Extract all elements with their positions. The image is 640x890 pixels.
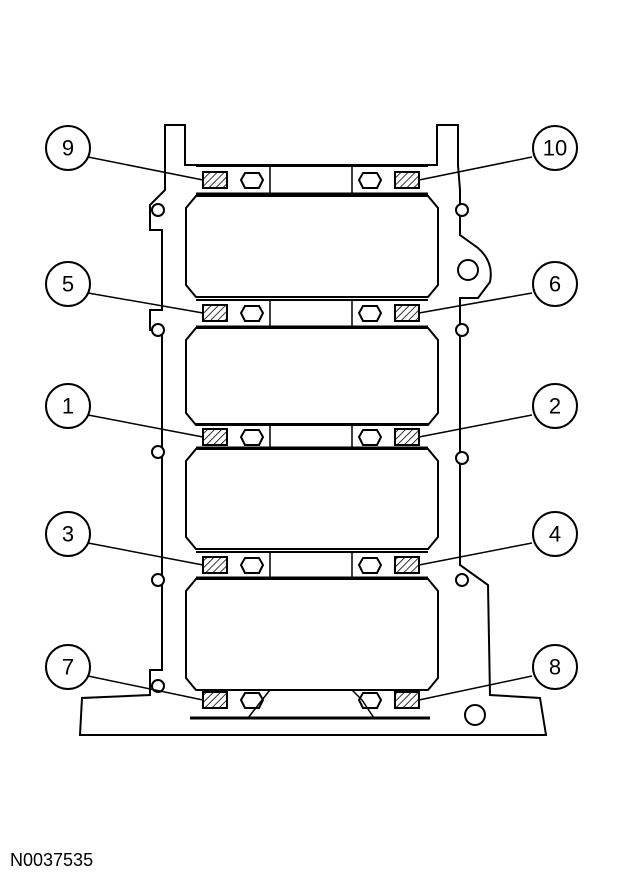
bolt-pad-8 [394, 691, 420, 709]
callout-circle-3 [45, 511, 91, 557]
callout-circle-6 [532, 261, 578, 307]
lug-hole [151, 679, 165, 693]
callout-label-6: 6 [549, 272, 561, 297]
dowel-hole [464, 704, 486, 726]
callout-label-5: 5 [62, 272, 74, 297]
bay-opening [185, 195, 439, 298]
callout-label-7: 7 [62, 655, 74, 680]
hex-bolt [239, 172, 265, 189]
hex-bolt [357, 305, 383, 322]
dowel-hole [457, 259, 479, 281]
callout-circle-10 [532, 125, 578, 171]
figure-id: N0037535 [10, 850, 94, 870]
bay-opening [185, 578, 439, 691]
callout-circle-1 [45, 383, 91, 429]
callout-circle-7 [45, 644, 91, 690]
hex-bolt [239, 429, 265, 446]
bolt-pad-3 [202, 556, 228, 574]
hex-bolt [239, 692, 265, 709]
hex-bolt [357, 429, 383, 446]
bearing-cap-row-3 [196, 423, 428, 450]
lug-hole [151, 323, 165, 337]
bay-opening [185, 448, 439, 550]
callout-label-8: 8 [549, 655, 561, 680]
leader-lines [87, 156, 533, 701]
callout-circle-2 [532, 383, 578, 429]
callout-circle-9 [45, 125, 91, 171]
callout-label-9: 9 [62, 136, 74, 161]
lug-hole [455, 451, 469, 465]
callout-label-2: 2 [549, 394, 561, 419]
bolt-pad-10 [394, 171, 420, 189]
callout-label-1: 1 [62, 394, 74, 419]
bolt-pad-2 [394, 428, 420, 446]
bearing-cap-row-4 [196, 551, 428, 580]
lug-hole [151, 573, 165, 587]
callout-label-3: 3 [62, 522, 74, 547]
bearing-cap-row-2 [196, 299, 428, 329]
lug-hole [151, 445, 165, 459]
bolt-pad-1 [202, 428, 228, 446]
lug-hole [455, 203, 469, 217]
bolt-pad-5 [202, 304, 228, 322]
callout-circle-5 [45, 261, 91, 307]
bolt-pad-7 [202, 691, 228, 709]
bolt-pad-9 [202, 171, 228, 189]
lug-hole [455, 323, 469, 337]
callout-label-4: 4 [549, 522, 561, 547]
bolt-pad-6 [394, 304, 420, 322]
bearing-cap-row-5 [196, 689, 428, 719]
callout-label-10: 10 [543, 136, 567, 161]
callout-circle-4 [532, 511, 578, 557]
hex-bolt [357, 172, 383, 189]
lug-hole [455, 573, 469, 587]
hex-bolt [357, 557, 383, 574]
bay-opening [185, 327, 439, 426]
callout-circle-8 [532, 644, 578, 690]
bolt-pad-4 [394, 556, 420, 574]
hex-bolt [239, 557, 265, 574]
lug-hole [151, 203, 165, 217]
hex-bolt [239, 305, 265, 322]
